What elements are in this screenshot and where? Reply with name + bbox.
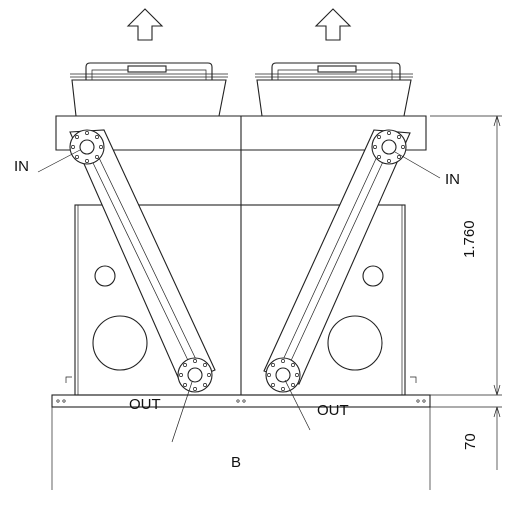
inlet-label-left: IN — [14, 158, 29, 175]
fan-left — [70, 62, 228, 117]
flange-in-left — [69, 129, 105, 165]
coil-right — [263, 129, 411, 385]
airflow-arrow-right-icon — [314, 8, 352, 41]
upper-frame — [55, 115, 427, 395]
coil-left — [69, 129, 216, 385]
airflow-arrow-left-icon — [126, 8, 164, 41]
base-rail — [51, 376, 431, 408]
fan-right — [255, 62, 413, 117]
base-dimension-label: 70 — [462, 433, 479, 450]
outlet-label-right: OUT — [317, 402, 349, 419]
height-dimension-label: 1.760 — [461, 220, 478, 258]
flange-in-right — [371, 129, 407, 165]
outlet-label-left: OUT — [129, 396, 161, 413]
width-dimension-label: B — [231, 454, 242, 471]
inlet-label-right: IN — [445, 171, 460, 188]
flange-out-left — [177, 357, 213, 393]
dimension-lines — [51, 115, 502, 490]
flange-out-right — [265, 357, 301, 393]
access-holes — [92, 265, 384, 371]
leader-lines — [37, 149, 441, 443]
